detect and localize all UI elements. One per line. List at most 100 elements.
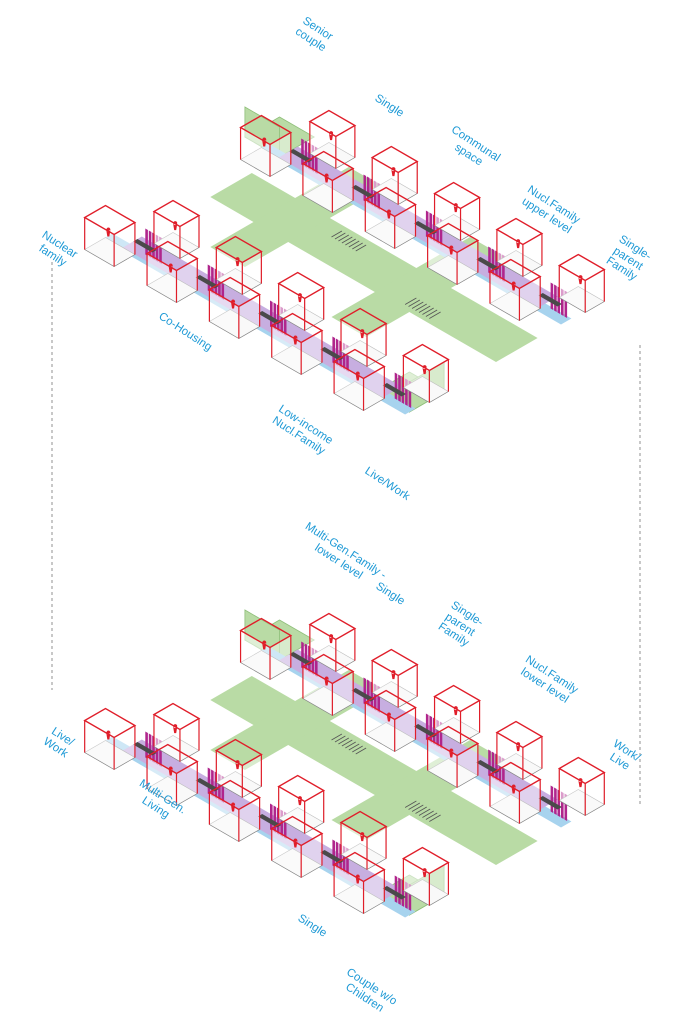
wall-slat: [398, 877, 401, 905]
wall-slat: [429, 212, 432, 240]
wall-slat: [273, 302, 277, 330]
kitchen-counter: [195, 778, 219, 792]
wall-slat: [145, 228, 148, 256]
wall-slat: [211, 769, 214, 797]
stair-tread: [415, 303, 427, 311]
person-icon: [449, 245, 454, 255]
person-icon: [360, 329, 365, 339]
wall-slat: [332, 839, 335, 867]
unit-wall-side: [304, 286, 325, 332]
person-icon: [391, 167, 396, 177]
person-icon: [453, 203, 458, 213]
front-bar-unit-2: [208, 779, 261, 843]
wall-slat: [394, 875, 398, 903]
wall-slat: [394, 372, 398, 400]
back-bar-unit-back-4: [557, 756, 606, 817]
wall-slat: [550, 282, 554, 310]
wall-slat: [211, 266, 214, 294]
kitchen-counter: [538, 293, 562, 307]
wall-slat: [335, 338, 339, 366]
kitchen-counter: [382, 383, 406, 397]
person-icon: [231, 299, 236, 309]
person-icon: [578, 275, 583, 285]
kitchen-counter: [351, 688, 375, 702]
back-bar-unit-back-3: [495, 720, 544, 781]
back-bar-unit-0: [239, 114, 293, 178]
person-icon: [329, 634, 334, 644]
stair-tread: [422, 307, 434, 315]
front-bar-unit-back-3: [339, 810, 388, 871]
kitchen-counter: [538, 796, 562, 810]
stair-icon: [404, 297, 441, 319]
front-bar-unit-1: [145, 743, 199, 807]
person-icon: [235, 257, 240, 267]
unit-wall-side: [584, 268, 605, 314]
wall-slat: [425, 210, 429, 238]
unit-wall-side: [335, 627, 356, 673]
person-icon: [324, 173, 329, 183]
stair-tread: [331, 733, 343, 741]
stair-tread: [422, 810, 434, 818]
front-bar-unit-4: [332, 348, 386, 412]
wall-slat: [398, 374, 401, 402]
lower-plan: [83, 609, 606, 918]
front-bar-unit-2: [208, 276, 261, 340]
person-icon: [106, 730, 111, 740]
stair-tread: [338, 737, 350, 745]
back-bar-living: [278, 649, 558, 811]
front-bar-unit-4: [332, 851, 386, 915]
person-icon: [293, 335, 298, 345]
unit-wall-side: [179, 214, 200, 260]
unit-wall-side: [397, 663, 418, 709]
kitchen-counter: [320, 347, 344, 361]
stair-tread: [341, 739, 353, 747]
wall-slat: [304, 140, 308, 168]
stair-tread: [404, 297, 417, 305]
front-bar-unit-0: [83, 707, 137, 771]
kitchen-counter: [195, 275, 219, 289]
back-bar-unit-back-0: [308, 109, 357, 170]
stair-tread: [418, 305, 431, 313]
stair-tread: [334, 232, 346, 240]
back-bar-unit-back-1: [370, 145, 419, 206]
front-bar-unit-3: [270, 312, 324, 376]
back-bar-unit-3: [426, 222, 480, 286]
wall-slat: [425, 713, 429, 741]
back-bar-unit-2: [363, 689, 417, 753]
stair-tread: [411, 301, 424, 309]
wall-slat: [148, 230, 152, 258]
person-icon: [355, 371, 360, 381]
stair-tread: [429, 311, 441, 319]
person-icon: [516, 742, 521, 752]
person-icon: [360, 832, 365, 842]
person-icon: [324, 676, 329, 686]
wall-slat: [363, 174, 367, 202]
wall-slat: [491, 248, 495, 276]
back-bar-unit-4: [488, 761, 542, 825]
person-icon: [297, 796, 302, 806]
person-icon: [386, 209, 391, 219]
back-bar-unit-0: [239, 617, 293, 681]
person-icon: [422, 365, 427, 375]
back-bar-unit-1: [301, 150, 355, 214]
kitchen-counter: [320, 850, 344, 864]
kitchen-counter: [382, 886, 406, 900]
stair-tread: [415, 806, 427, 814]
person-icon: [578, 778, 583, 788]
front-bar-unit-back-4: [402, 846, 450, 907]
stair-tread: [355, 244, 367, 252]
back-bar-unit-3: [426, 725, 480, 789]
unit-wall-side: [397, 160, 418, 206]
front-bar-unit-back-0: [152, 702, 201, 763]
person-icon: [453, 706, 458, 716]
kitchen-counter: [289, 652, 313, 666]
person-icon: [511, 281, 516, 291]
wall-slat: [301, 138, 304, 166]
kitchen-counter: [476, 257, 500, 271]
stair-tread: [404, 800, 417, 808]
stair-icon: [331, 230, 367, 252]
person-icon: [173, 221, 178, 231]
upper-plan: [83, 106, 606, 415]
stair-tread: [408, 299, 421, 307]
